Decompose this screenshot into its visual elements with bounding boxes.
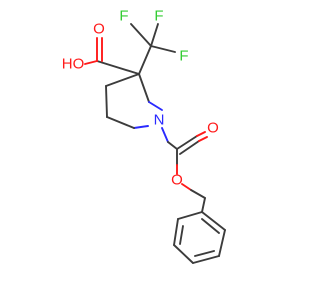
bond-cf3-f1 [130, 23, 152, 47]
bond-carbamate-co-red-a [196, 131, 206, 137]
bond-cf3-f3 [150, 45, 176, 53]
bond-c2-n1 [148, 101, 163, 111]
chemical-structure: HO O F F F N O O [62, 8, 226, 264]
bond-c3-cf3 [138, 45, 152, 75]
acid-carbonyl-oxygen-label: O [93, 21, 105, 38]
bond-cooh-hydroxyl [84, 60, 98, 65]
bond-c3-cooh [96, 60, 140, 75]
bond-cf3-f2 [150, 23, 159, 47]
ester-oxygen-label: O [171, 172, 183, 189]
benzene-bond-2 [173, 218, 179, 246]
benzene-bond-5 [218, 229, 226, 257]
benzene-ring [173, 211, 226, 264]
carboxylic-acid-group [84, 37, 140, 75]
bond-carbamate-co-red-b [198, 136, 208, 142]
bond-c6-c5 [106, 116, 135, 129]
benzene-bond-6 [201, 211, 226, 231]
bond-c4-c3 [105, 73, 140, 87]
bond-ester-o-ch2 [181, 183, 192, 191]
bond-ch2-segment [190, 189, 206, 199]
bond-n1-c6 [133, 125, 149, 129]
benzene-double-bond-3 [201, 218, 220, 234]
benzene-bond-1 [177, 211, 203, 220]
trifluoromethyl-group [130, 23, 176, 75]
hydroxyl-label: HO [62, 56, 85, 73]
nitrogen-label: N [154, 112, 165, 129]
fluorine-label-2: F [154, 8, 163, 25]
bond-c3-c2 [138, 73, 150, 103]
bond-carbamate-co-a [176, 135, 198, 150]
bond-carbamate-co-b [179, 140, 200, 155]
benzene-bond-3 [173, 244, 194, 264]
fluorine-label-1: F [119, 8, 128, 25]
benzene-double-bond-2 [194, 250, 215, 257]
piperidine-ring [105, 73, 163, 129]
carbamate-carbonyl-oxygen-label: O [207, 120, 219, 137]
benzene-bond-4 [192, 255, 220, 264]
carbamate-group [161, 127, 208, 213]
bond-c5-c4 [105, 85, 108, 118]
bond-carbamate-c-n [167, 141, 178, 150]
benzene-double-bond-1 [179, 225, 184, 245]
bond-n1-carbamate-c [161, 127, 169, 143]
bond-ch2-phenyl [201, 197, 206, 213]
fluorine-label-3: F [179, 48, 188, 65]
